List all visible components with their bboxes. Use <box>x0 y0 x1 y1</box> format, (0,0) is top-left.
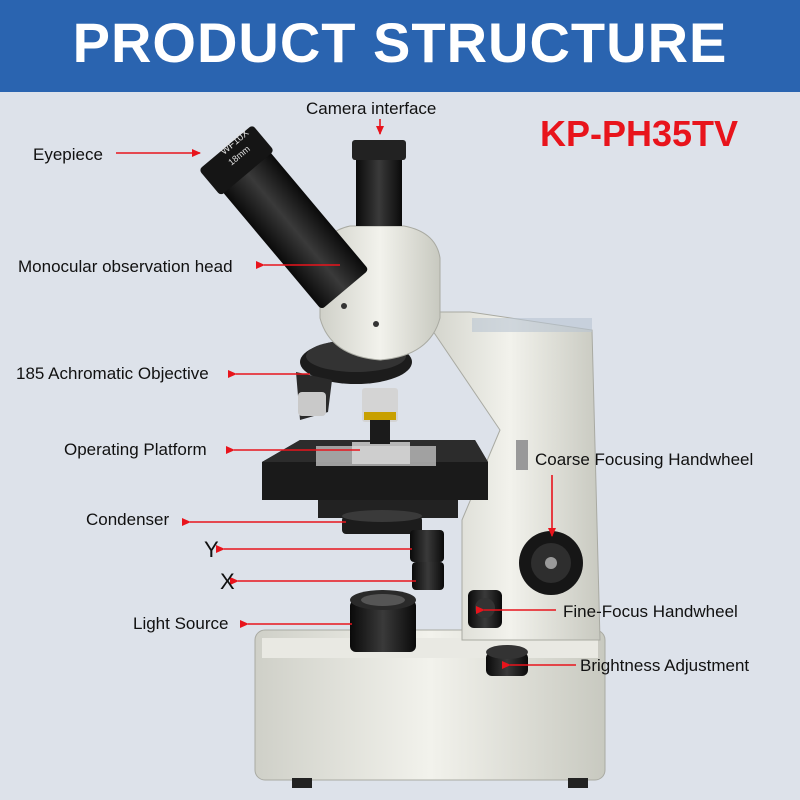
title-banner: PRODUCT STRUCTURE <box>0 0 800 92</box>
label-condenser: Condenser <box>86 510 170 529</box>
stage-platform <box>262 440 488 518</box>
fine-focus-knob <box>468 590 502 628</box>
label-axis-x: X <box>220 569 235 594</box>
light-source-lamp <box>350 590 416 652</box>
label-monocular-head: Monocular observation head <box>18 257 233 276</box>
banner-title: PRODUCT STRUCTURE <box>72 11 728 74</box>
label-brightness: Brightness Adjustment <box>580 656 750 675</box>
label-axis-y: Y <box>204 537 219 562</box>
brightness-knob <box>486 645 528 676</box>
label-operating-platform: Operating Platform <box>64 440 207 459</box>
label-camera-interface: Camera interface <box>306 99 437 118</box>
model-number: KP-PH35TV <box>540 113 739 154</box>
label-coarse-focus: Coarse Focusing Handwheel <box>535 450 754 469</box>
label-light-source: Light Source <box>133 614 229 633</box>
camera-tube <box>352 140 406 226</box>
label-eyepiece: Eyepiece <box>33 145 103 164</box>
coarse-focus-knob <box>516 440 583 595</box>
label-fine-focus: Fine-Focus Handwheel <box>563 602 738 621</box>
label-objective: 185 Achromatic Objective <box>16 364 209 383</box>
microscope-base <box>254 629 606 788</box>
condenser-unit <box>342 510 422 534</box>
callout-arrows <box>116 119 576 669</box>
xy-stage-knobs <box>410 530 444 590</box>
